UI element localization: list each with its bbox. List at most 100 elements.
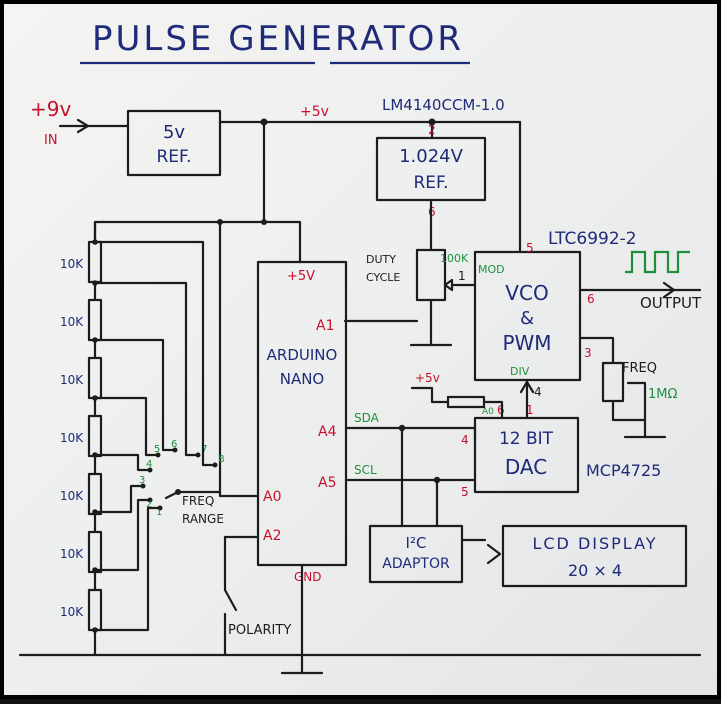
lcd-display-line2: 20 × 4 [568,561,622,580]
resistor-value: 10K [60,489,84,503]
arduino-pin-a1: A1 [316,318,334,334]
arrow-icon [76,118,90,134]
dac-a0-resistor [446,395,486,409]
i2c-adaptor-line2: ADAPTOR [382,556,450,572]
resistor [87,298,103,342]
switch-tap-wire [93,484,145,514]
ref-1024-line1: 1.024V [399,146,464,167]
rail-5v [218,120,522,254]
arduino-title-line2: NANO [280,370,325,388]
switch-tap-wire [93,506,162,632]
switch-position-number: 3 [139,475,145,486]
resistor-value: 10K [60,373,84,387]
lcd-display-box [501,524,688,588]
switch-position-number: 7 [201,444,207,455]
freq-pot-label: FREQ [622,361,657,376]
vco-title-line1: VCO [505,281,548,305]
vco-pin1-label: 1 [458,269,466,283]
vco-pin6: 6 [587,292,595,306]
resistor-value: 10K [60,257,84,271]
a2-wire [223,535,260,592]
freq-pot-value: 1MΩ [648,387,677,402]
dac-a0-pullup [410,386,450,404]
ref-1024-line2: REF. [413,173,448,193]
polarity-label: POLARITY [228,623,291,638]
junction [92,395,98,401]
junction [92,239,98,245]
vco-title-line2: & [520,308,534,329]
scl-label: SCL [354,463,377,477]
lcd-display-line1: LCD DISPLAY [532,534,657,553]
dac-a0-label: A0 [482,407,494,417]
switch-position-number: 5 [154,444,160,455]
vco-pin5: 5 [526,241,534,255]
vco-title-line3: PWM [502,331,551,355]
junction [398,424,406,432]
switch-position-number: 1 [156,507,162,518]
dac-pin1: 1 [526,403,534,417]
rail-to-arduino [262,220,302,264]
vco-div-label: DIV [510,365,530,378]
freq-pot [601,361,625,403]
freq-pot-ground-wire [611,399,647,439]
dac-pin4: 4 [461,433,469,447]
a0-wire [218,483,260,498]
junction [261,219,267,225]
sda-label: SDA [354,411,380,425]
resistor [87,356,103,400]
pulse-waveform-icon [625,250,690,274]
i2c-adaptor-box [368,524,464,584]
i2c-adaptor-line1: I²C [406,534,427,552]
duty-cycle-label: CYCLE [366,271,400,284]
arduino-title-line1: ARDUINO [267,346,338,364]
junction [92,509,98,515]
switch-position-number: 8 [218,454,224,465]
freq-range-label: RANGE [182,512,224,526]
resistor [87,588,103,632]
arduino-pin-a4: A4 [318,424,337,440]
rail-5v-label: +5v [300,104,329,120]
supply-voltage: +9v [30,97,71,121]
arduino-nano-box [256,260,348,567]
vco-pin3: 3 [584,346,592,360]
switch-tap-wire [93,281,200,457]
dac-plus5-label: +5v [415,371,440,385]
arrow-icon [519,380,535,394]
vco-pin3-wire [578,336,615,365]
junction [92,627,98,633]
ref-5v-line2: REF. [156,147,191,167]
dac-part-label: MCP4725 [586,461,661,480]
vco-mod-label: MOD [478,263,505,276]
switch-position-number: 4 [146,459,152,470]
switch-tap-wire [93,240,217,467]
junction [92,280,98,286]
diagram-title: PULSE GENERATOR [92,19,464,59]
ref-1024-pin2: 2 [428,123,436,137]
junction [217,219,223,225]
freq-pot-wiper [626,381,647,422]
sda-wire [344,426,477,442]
resistor [87,414,103,458]
dac-pin6: 6 [497,403,505,417]
resistor-value: 10K [60,431,84,445]
switch-tap-wire [93,453,152,472]
supply-in-label: IN [44,133,58,148]
switch-tap-wire [93,498,152,572]
resistor-value: 10K [60,605,84,619]
vco-part-label: LTC6992-2 [548,229,637,249]
dac-pin5: 5 [461,485,469,499]
resistor-value: 10K [60,547,84,561]
resistor [87,530,103,574]
duty-cycle-label: DUTY [366,253,396,266]
junction [92,337,98,343]
switch-tap-wire [93,396,160,457]
arrow-icon [662,281,676,299]
ref-5v-box [126,109,222,177]
junction [433,476,441,484]
switch-position-number: 2 [146,499,152,510]
junction [92,452,98,458]
freq-range-label: FREQ [182,494,214,508]
